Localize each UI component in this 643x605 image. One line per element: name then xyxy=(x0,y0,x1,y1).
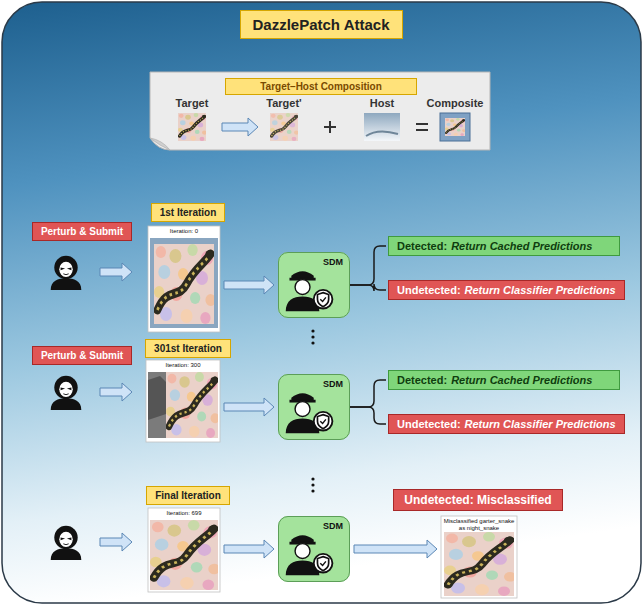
node-text: Undetected: xyxy=(397,418,461,430)
node-text: Perturb & Submit xyxy=(41,350,123,361)
sdm-box: SDM xyxy=(278,252,350,318)
image-frame: Iteration: 699 xyxy=(148,508,220,592)
brace-connector xyxy=(350,380,386,407)
node-text: Return Cached Predictions xyxy=(451,374,592,386)
outcome-box: Undetected: Misclassified xyxy=(393,489,562,511)
node-text: Iteration: 699 xyxy=(148,508,220,517)
title-box: DazzlePatch Attack xyxy=(240,10,403,39)
node-text: DazzlePatch Attack xyxy=(253,16,390,33)
node-text: Undetected: xyxy=(397,284,461,296)
brace-connector xyxy=(350,284,386,291)
node-text: Undetected: Misclassified xyxy=(404,493,551,507)
iteration-tag: 301st Iteration xyxy=(145,339,231,358)
result-image: Misclassified garter_snake as night_snak… xyxy=(441,516,517,598)
image-caption: Target xyxy=(176,97,209,109)
node-text: Target–Host Composition xyxy=(260,81,381,92)
outcome-box: Undetected: Return Classifier Predictions xyxy=(388,280,625,300)
image-caption: Composite xyxy=(427,97,484,109)
node-text: Iteration: 300 xyxy=(146,360,220,369)
node-text: Detected: xyxy=(397,374,447,386)
node-text: 301st Iteration xyxy=(154,343,222,354)
section-header: Target–Host Composition xyxy=(225,78,416,95)
node-text: Final Iteration xyxy=(155,490,221,501)
sdm-box: SDM xyxy=(278,374,350,440)
brace-connector xyxy=(350,246,386,285)
node-text: Misclassified garter_snake as night_snak… xyxy=(441,516,517,532)
action-box: Perturb & Submit xyxy=(32,346,132,365)
iteration-tag: Final Iteration xyxy=(146,486,230,505)
node-text: SDM xyxy=(279,253,349,267)
node-text: Iteration: 0 xyxy=(148,226,220,235)
node-text: Return Classifier Predictions xyxy=(465,418,616,430)
block-arrow xyxy=(224,276,274,294)
block-arrow xyxy=(354,540,437,558)
outcome-box: Detected: Return Cached Predictions xyxy=(388,236,620,256)
outcome-box: Undetected: Return Classifier Predictions xyxy=(388,414,625,434)
iteration-tag: 1st Iteration xyxy=(151,203,226,222)
image-caption: Host xyxy=(370,97,394,109)
image-frame: Iteration: 300 xyxy=(146,360,220,442)
node-text: 1st Iteration xyxy=(160,207,217,218)
image-caption: Target' xyxy=(266,97,301,109)
block-arrow xyxy=(224,398,274,416)
brace-connector xyxy=(350,407,386,424)
outcome-box: Detected: Return Cached Predictions xyxy=(388,370,620,390)
sdm-box: SDM xyxy=(278,516,350,582)
node-text: Perturb & Submit xyxy=(41,226,123,237)
image-frame: Iteration: 0 xyxy=(148,226,220,332)
node-text: SDM xyxy=(279,517,349,531)
block-arrow xyxy=(224,540,274,558)
node-text: Detected: xyxy=(397,240,447,252)
action-box: Perturb & Submit xyxy=(32,222,132,241)
node-text: Return Classifier Predictions xyxy=(465,284,616,296)
node-text: SDM xyxy=(279,375,349,389)
node-text: Return Cached Predictions xyxy=(451,240,592,252)
